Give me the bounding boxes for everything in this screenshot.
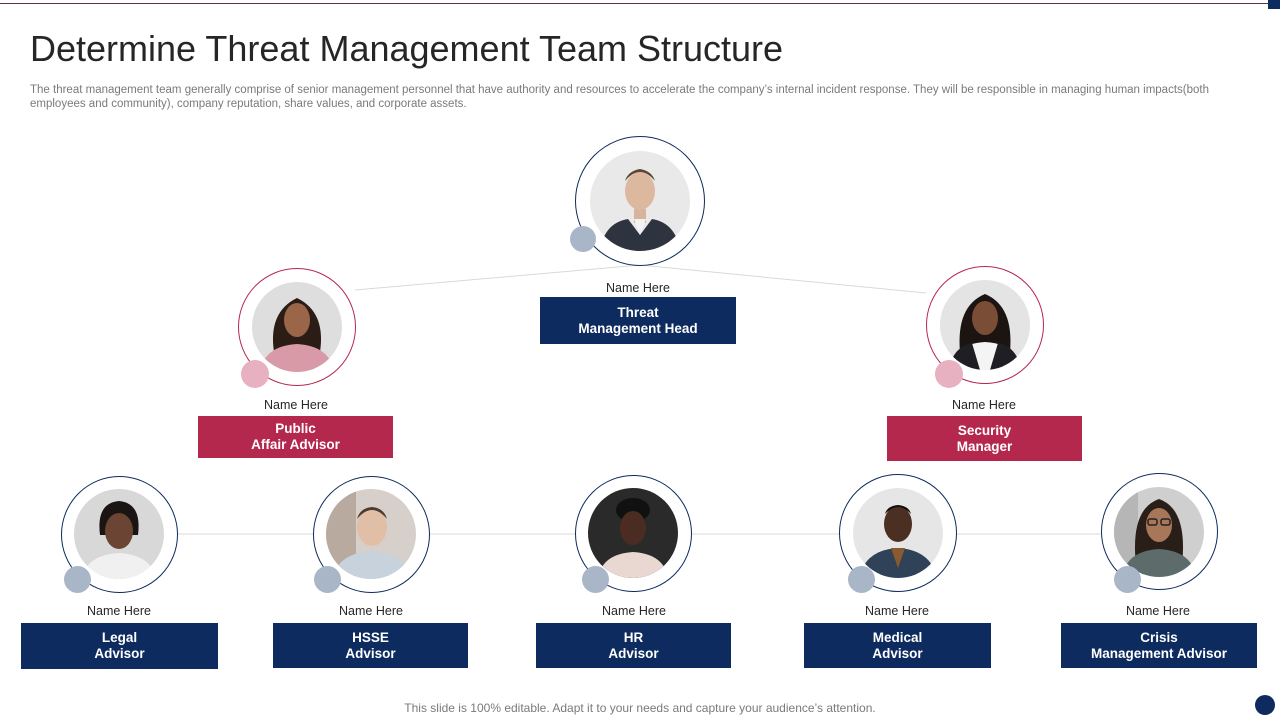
legal-role-line2: Advisor [94,646,145,661]
hr-role-line1: HR [623,629,644,645]
slide-description: The threat management team generally com… [30,84,1209,110]
hsse-accent-dot [314,566,341,593]
hsse-role-line2: Advisor [345,645,396,661]
hr-accent-dot [582,566,609,593]
hr-role-box: HR Advisor [536,623,731,668]
hsse-role-line1: HSSE [352,629,389,645]
corner-dot [1255,695,1275,715]
crisis-name: Name Here [1126,604,1190,618]
medical-name: Name Here [865,604,929,618]
head-role-line2: Management Head [578,320,698,336]
hr-role-line2: Advisor [608,645,659,661]
medical-role-box: Medical Advisor [804,623,991,668]
legal-role-line1: Legal [101,630,138,645]
head-accent-dot [570,226,596,252]
top-accent-line [0,3,1268,4]
head-name: Name Here [606,281,670,295]
hsse-name: Name Here [339,604,403,618]
woman-portrait-icon [1114,487,1204,577]
footer-note: This slide is 100% editable. Adapt it to… [404,701,876,715]
connector-head-right [639,264,927,294]
connector-head-left [354,264,641,291]
crisis-accent-dot [1114,566,1141,593]
crisis-role-line2: Management Advisor [1090,645,1228,661]
woman-portrait-icon [588,488,678,578]
crisis-role-line1: Crisis [1140,629,1178,645]
public-affair-role-line1: Public [275,421,316,436]
public-affair-role-line2: Affair Advisor [251,437,340,452]
medical-role-line1: Medical [872,629,923,645]
corner-accent [1268,0,1280,9]
security-name: Name Here [952,398,1016,412]
woman-portrait-icon [252,282,342,372]
crisis-role-box: Crisis Management Advisor [1061,623,1257,668]
man-portrait-icon [590,151,690,251]
medical-role-line2: Advisor [872,645,923,661]
woman-portrait-icon [940,280,1030,370]
legal-name: Name Here [87,604,151,618]
woman-portrait-icon [74,489,164,579]
security-role-line2: Manager [956,438,1013,454]
security-role-box: Security Manager [887,416,1082,461]
security-accent-dot [935,360,963,388]
public-affair-role-box: Public Affair Advisor [198,416,393,458]
public-affair-accent-dot [241,360,269,388]
legal-accent-dot [64,566,91,593]
head-role-line1: Threat [617,304,659,320]
hsse-role-box: HSSE Advisor [273,623,468,668]
slide-title: Determine Threat Management Team Structu… [30,28,784,69]
hr-name: Name Here [602,604,666,618]
man-portrait-icon [326,489,416,579]
public-affair-name: Name Here [264,398,328,412]
legal-role-box: Legal Advisor [21,623,218,669]
head-role-box: Threat Management Head [540,297,736,344]
medical-accent-dot [848,566,875,593]
security-role-line1: Security [957,422,1012,438]
man-portrait-icon [853,488,943,578]
